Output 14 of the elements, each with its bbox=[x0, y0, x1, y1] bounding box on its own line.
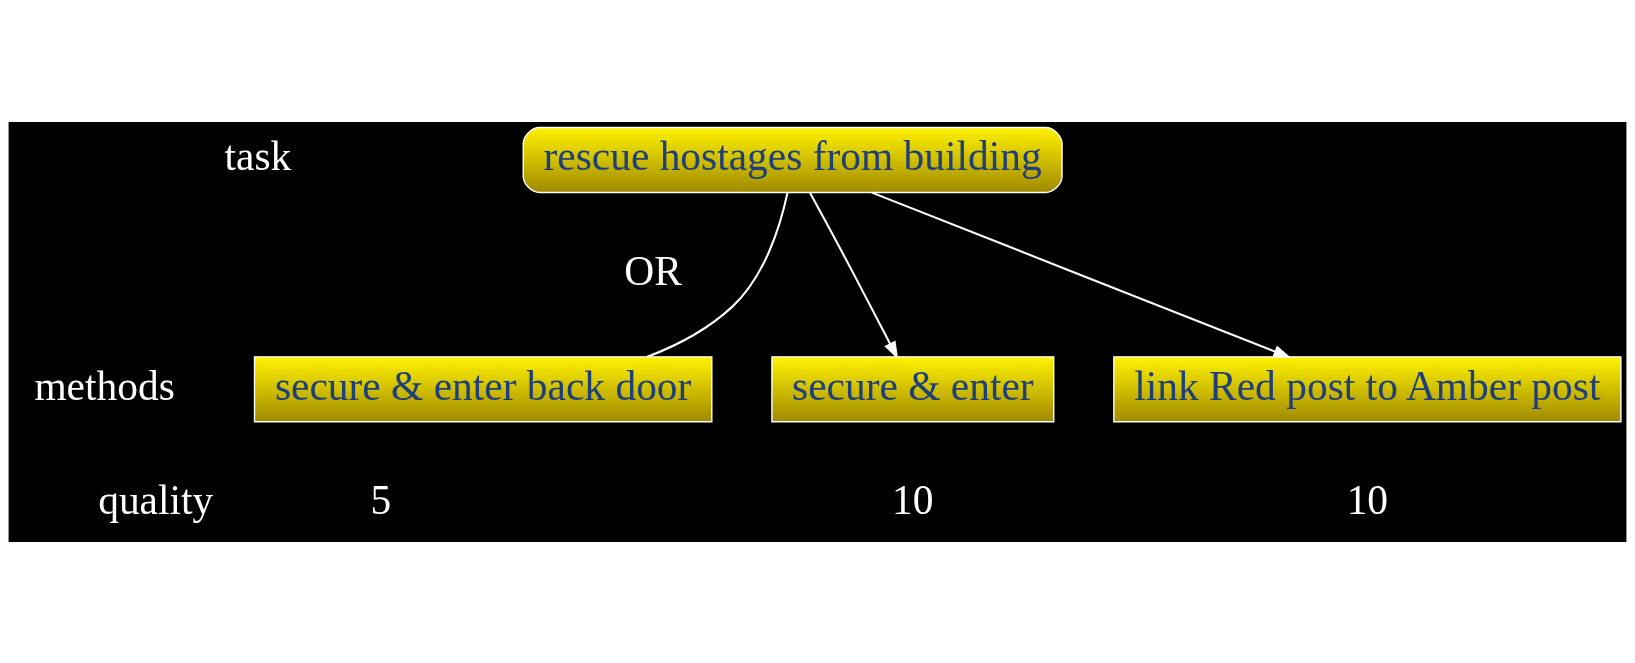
label: quality bbox=[98, 476, 214, 523]
node-box: secure & enter back door bbox=[253, 355, 713, 422]
node-box: rescue hostages from building bbox=[522, 126, 1063, 193]
connector bbox=[646, 191, 789, 358]
node-box: secure & enter bbox=[771, 355, 1055, 422]
label: methods bbox=[34, 362, 175, 409]
label: OR bbox=[624, 247, 682, 294]
arrow bbox=[871, 191, 1292, 358]
node-box: link Red post to Amber post bbox=[1113, 355, 1622, 422]
label: task bbox=[224, 132, 292, 179]
arrow bbox=[809, 191, 899, 359]
node-label: 5 bbox=[370, 476, 392, 523]
node-label: 10 bbox=[892, 476, 934, 523]
node-label: 10 bbox=[1346, 476, 1389, 523]
